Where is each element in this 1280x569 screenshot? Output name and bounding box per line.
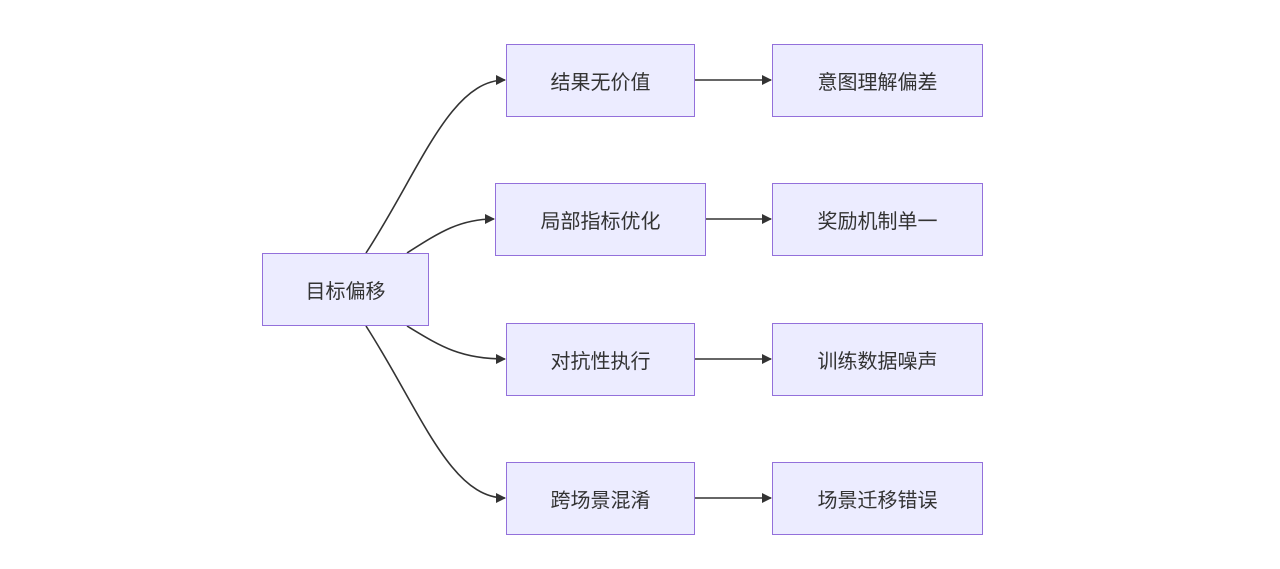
node-b1[interactable]: 结果无价值 bbox=[506, 44, 695, 117]
node-b3[interactable]: 对抗性执行 bbox=[506, 323, 695, 396]
node-b2[interactable]: 局部指标优化 bbox=[495, 183, 706, 256]
node-c3[interactable]: 训练数据噪声 bbox=[772, 323, 983, 396]
node-b4-label: 跨场景混淆 bbox=[550, 488, 651, 512]
node-b2-label: 局部指标优化 bbox=[540, 209, 661, 233]
edge-root-to-b4 bbox=[365, 325, 506, 503]
node-root[interactable]: 目标偏移 bbox=[262, 253, 429, 326]
node-c1[interactable]: 意图理解偏差 bbox=[772, 44, 983, 117]
node-c4-label: 场景迁移错误 bbox=[817, 488, 938, 512]
edge-root-to-b1 bbox=[365, 75, 506, 254]
node-c2[interactable]: 奖励机制单一 bbox=[772, 183, 983, 256]
node-c4[interactable]: 场景迁移错误 bbox=[772, 462, 983, 535]
node-b4[interactable]: 跨场景混淆 bbox=[506, 462, 695, 535]
edge-root-to-b2 bbox=[406, 214, 495, 254]
node-b1-label: 结果无价值 bbox=[550, 70, 651, 94]
node-c1-label: 意图理解偏差 bbox=[817, 70, 938, 94]
node-b3-label: 对抗性执行 bbox=[550, 349, 651, 373]
node-c2-label: 奖励机制单一 bbox=[817, 209, 938, 233]
node-c3-label: 训练数据噪声 bbox=[817, 349, 938, 373]
edge-root-to-b3 bbox=[406, 325, 506, 364]
node-root-label: 目标偏移 bbox=[305, 279, 386, 303]
